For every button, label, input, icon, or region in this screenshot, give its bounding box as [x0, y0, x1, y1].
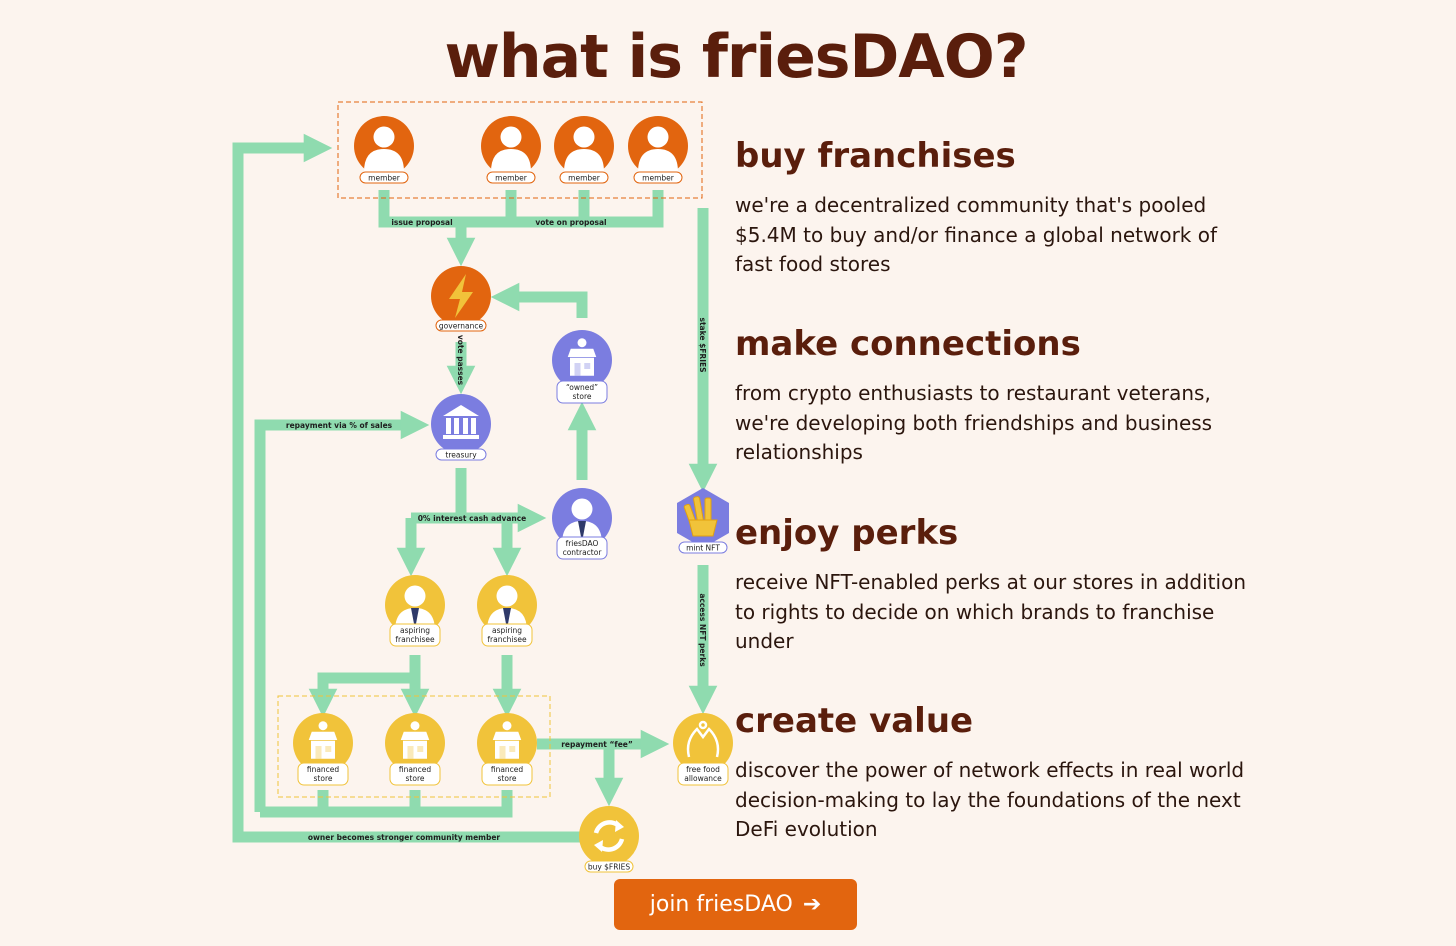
free-food-label-2: allowance [684, 774, 722, 783]
section-heading-buy-franchises: buy franchises [735, 136, 1016, 176]
section-heading-create-value: create value [735, 701, 974, 741]
contractor-node: friesDAO contractor [552, 488, 612, 560]
page-title: what is friesDAO? [444, 22, 1028, 92]
aspiring-franchisee-node: aspiring franchisee [477, 575, 537, 647]
arrow-right-icon: ➔ [802, 892, 822, 917]
owner-return-arrow [232, 133, 580, 843]
governance-node: governance [431, 266, 491, 332]
aspiring-label-2: franchisee [487, 635, 527, 644]
financed-label-2: store [314, 774, 333, 783]
aspiring-label-1: aspiring [492, 626, 522, 635]
issue-proposal-label: issue proposal [391, 218, 452, 227]
financed-label-1: financed [491, 765, 524, 774]
member-group-box [337, 101, 703, 199]
buy-fries-node: buy $FRIES [579, 806, 639, 873]
section-body-buy-franchises: we're a decentralized community that's p… [735, 193, 1218, 276]
repayment-sales-label: repayment via % of sales [286, 421, 393, 430]
owned-store-label-1: “owned” [566, 383, 598, 392]
owned-store-label-2: store [573, 392, 592, 401]
member-label: member [568, 174, 601, 183]
member-node: member [354, 116, 414, 184]
buy-fries-label: buy $FRIES [588, 863, 631, 872]
repayment-sales-arrow [254, 410, 430, 812]
section-body-create-value: discover the power of network effects in… [735, 758, 1245, 841]
member-label: member [368, 174, 401, 183]
repayment-fee-label: repayment “fee” [561, 740, 633, 749]
treasury-label: treasury [445, 451, 477, 460]
stake-label: stake $FRIES [698, 317, 707, 372]
financed-group-box [277, 695, 551, 798]
aspiring-split-arrow [308, 672, 415, 718]
cash-advance-label: 0% interest cash advance [418, 514, 527, 523]
member-node: member [554, 116, 614, 184]
owner-member-label: owner becomes stronger community member [308, 833, 501, 842]
member-node: member [481, 116, 541, 184]
financed-store-node: financed store [385, 713, 445, 786]
bank-icon [443, 405, 479, 439]
contractor-label-1: friesDAO [566, 539, 599, 548]
contractor-label-2: contractor [563, 548, 603, 557]
fries-icon [683, 496, 718, 537]
stores-collect-line [260, 790, 513, 818]
free-food-label-1: free food [686, 765, 720, 774]
member-label: member [495, 174, 528, 183]
mint-nft-label: mint NFT [686, 544, 720, 553]
financed-label-2: store [406, 774, 425, 783]
member-node: member [628, 116, 688, 184]
proposal-branch-line [378, 190, 664, 228]
treasury-node: treasury [431, 394, 491, 461]
aspiring-franchisee-node: aspiring franchisee [385, 575, 445, 647]
financed-label-2: store [498, 774, 517, 783]
member-label: member [642, 174, 675, 183]
mint-nft-node: mint NFT [677, 488, 729, 554]
join-friesdao-button[interactable]: join friesDAO ➔ [614, 879, 857, 930]
section-heading-enjoy-perks: enjoy perks [735, 513, 959, 553]
aspiring-label-1: aspiring [400, 626, 430, 635]
section-heading-make-connections: make connections [735, 324, 1081, 364]
section-body-enjoy-perks: receive NFT-enabled perks at our stores … [735, 570, 1246, 653]
governance-label: governance [439, 322, 484, 331]
financed-label-1: financed [307, 765, 340, 774]
financed-label-1: financed [399, 765, 432, 774]
lightning-icon [449, 274, 473, 318]
financed-store-node: financed store [477, 713, 537, 786]
vote-on-proposal-label: vote on proposal [535, 218, 606, 227]
free-food-node: free food allowance [673, 713, 733, 786]
owned-store-arrow [490, 282, 588, 318]
vote-passes-label: vote passes [456, 335, 465, 386]
hands-icon [686, 720, 720, 758]
access-perks-label: access NFT perks [698, 593, 707, 667]
owned-store-node: “owned” store [552, 330, 612, 404]
financed-store-node: financed store [293, 713, 353, 786]
aspiring-label-2: franchisee [395, 635, 435, 644]
join-button-label: join friesDAO [649, 892, 793, 917]
section-body-make-connections: from crypto enthusiasts to restaurant ve… [735, 381, 1213, 464]
